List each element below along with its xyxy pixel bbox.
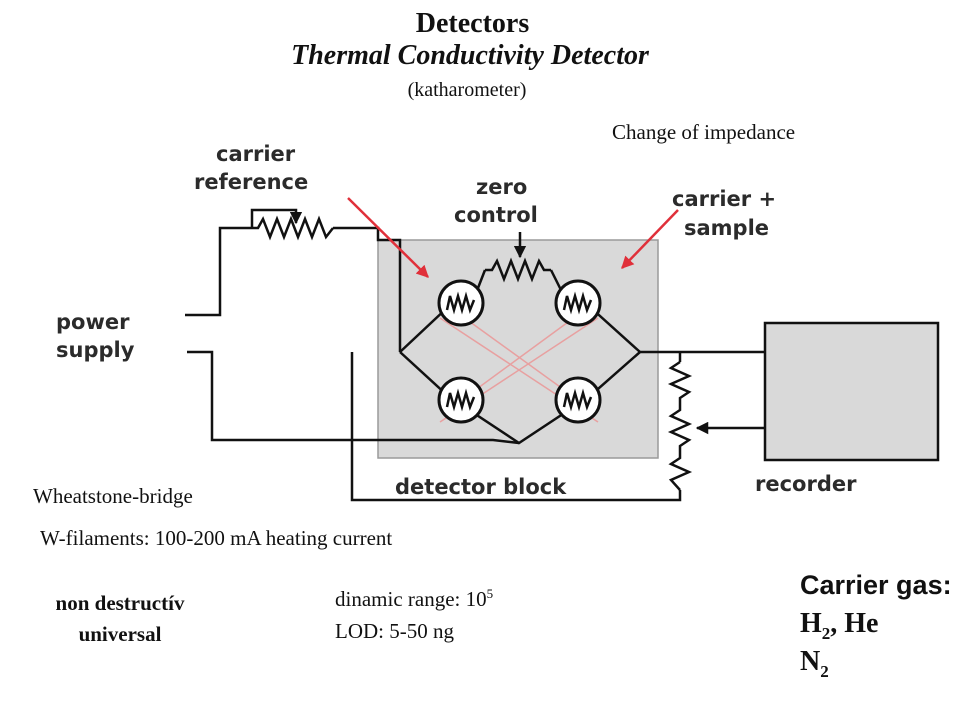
carrier-gas-label: Carrier gas:	[800, 570, 952, 600]
wheatstone-note: Wheatstone-bridge	[33, 484, 193, 508]
reference-arrow	[347, 197, 429, 278]
sample-arrow	[621, 209, 679, 269]
detector-alias: (katharometer)	[407, 79, 527, 101]
detector-name: Thermal Conductivity Detector	[291, 40, 649, 71]
zero-control-resistor	[485, 257, 551, 283]
zero-control-label-1: zero	[476, 175, 527, 199]
carrier-gas-line-1: H2, He	[800, 608, 879, 643]
recorder-label: recorder	[755, 472, 857, 496]
filaments-note: W-filaments: 100-200 mA heating current	[40, 526, 393, 550]
nitrogen-subscript: 2	[820, 662, 829, 681]
dynamic-range-exponent: 5	[486, 586, 494, 601]
page-title: Detectors	[415, 8, 530, 39]
hydrogen-subscript: 2	[821, 624, 831, 643]
nitrogen-symbol: N	[800, 646, 821, 677]
carrier-sample-label-2: sample	[684, 216, 769, 240]
carrier-reference-label-1: carrier	[216, 142, 296, 166]
filament-top-left	[437, 279, 485, 327]
filament-bottom-right	[554, 376, 602, 424]
filament-bottom-left	[437, 376, 485, 424]
recorder-wiring	[350, 350, 765, 502]
carrier-sample-label-1: carrier +	[672, 187, 776, 211]
recorder-potentiometer	[667, 360, 693, 491]
recorder-box	[763, 321, 940, 462]
dynamic-range-text: dinamic range: 10	[335, 587, 487, 611]
impedance-note: Change of impedance	[612, 120, 796, 144]
zero-control-label-2: control	[454, 203, 538, 227]
power-supply-wiring	[185, 226, 520, 445]
universal-note: universal	[78, 622, 162, 646]
reference-wiper	[250, 208, 303, 228]
power-supply-label-1: power	[56, 310, 130, 334]
carrier-reference-label-2: reference	[194, 170, 308, 194]
filament-top-right	[554, 279, 602, 327]
dynamic-range-note: dinamic range: 105	[335, 587, 493, 612]
lod-note: LOD: 5-50 ng	[335, 619, 454, 643]
carrier-reference-resistor	[252, 215, 334, 241]
carrier-gas-line-2: N2	[800, 646, 829, 681]
power-supply-label-2: supply	[56, 338, 135, 362]
detector-block-box	[377, 239, 659, 459]
hydrogen-symbol: H	[800, 608, 822, 639]
helium-symbol: , He	[830, 608, 879, 639]
detector-block-label: detector block	[395, 475, 567, 499]
non-destructive-note: non destructív	[55, 591, 185, 615]
